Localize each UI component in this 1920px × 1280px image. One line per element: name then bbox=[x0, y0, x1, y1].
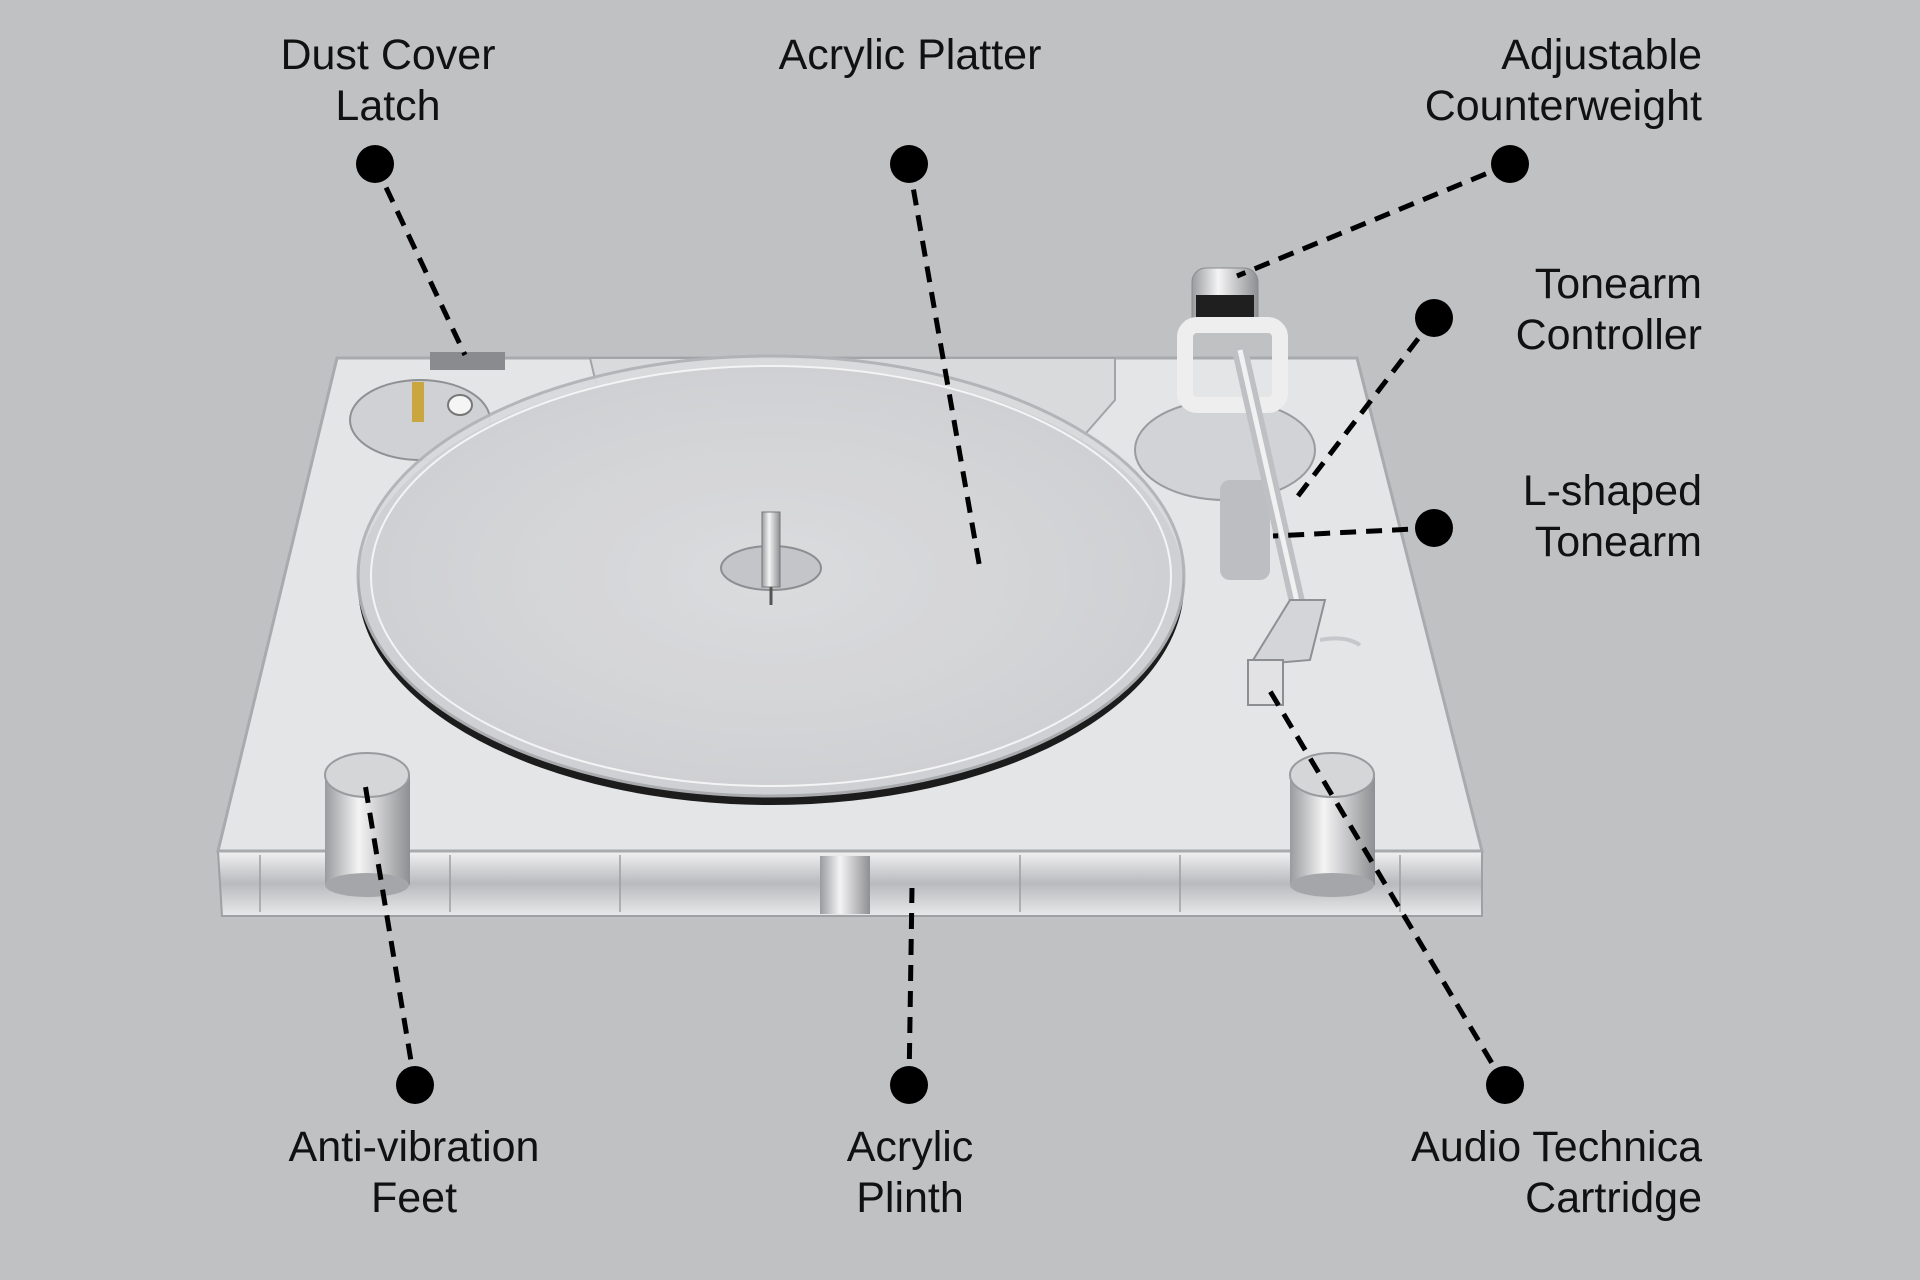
label-line: Anti-vibration bbox=[288, 1123, 540, 1171]
label-line: Tonearm bbox=[1534, 260, 1702, 308]
label-adjustable-counterweight: Adjustable Counterweight bbox=[1425, 30, 1702, 132]
dot-tonearm-controller bbox=[1415, 299, 1453, 337]
leader-dust-cover-latch bbox=[372, 162, 468, 357]
label-acrylic-platter: Acrylic Platter bbox=[779, 30, 1042, 81]
dot-acrylic-platter bbox=[890, 145, 928, 183]
leader-adjustable-counterweight bbox=[1236, 161, 1511, 279]
platter bbox=[356, 354, 1186, 805]
label-acrylic-plinth: Acrylic Plinth bbox=[847, 1122, 974, 1224]
callout-leaders bbox=[362, 161, 1511, 1087]
label-dust-cover-latch: Dust Cover Latch bbox=[280, 30, 495, 132]
label-l-shaped-tonearm: L-shaped Tonearm bbox=[1523, 466, 1702, 568]
front-foot-left bbox=[324, 752, 410, 897]
label-line: Dust Cover bbox=[280, 31, 496, 79]
tonearm-assembly bbox=[1134, 267, 1362, 706]
label-line: Feet bbox=[370, 1174, 458, 1222]
dot-acrylic-plinth bbox=[890, 1066, 928, 1104]
label-line: Audio Technica bbox=[1411, 1123, 1702, 1171]
label-line: Cartridge bbox=[1525, 1174, 1702, 1222]
label-line: L-shaped bbox=[1522, 467, 1702, 515]
label-line: Latch bbox=[335, 82, 441, 130]
dot-adjustable-counterweight bbox=[1491, 145, 1529, 183]
callout-dots bbox=[356, 145, 1529, 1104]
label-line: Tonearm bbox=[1534, 518, 1702, 566]
label-line: Acrylic Platter bbox=[778, 31, 1042, 79]
label-line: Adjustable bbox=[1501, 31, 1702, 79]
label-audio-technica-cartridge: Audio Technica Cartridge bbox=[1411, 1122, 1702, 1224]
leader-tonearm-controller bbox=[1296, 316, 1436, 498]
dot-anti-vibration-feet bbox=[396, 1066, 434, 1104]
dot-l-shaped-tonearm bbox=[1415, 509, 1453, 547]
label-line: Counterweight bbox=[1424, 82, 1702, 130]
label-line: Controller bbox=[1515, 311, 1702, 359]
front-foot-right bbox=[1289, 752, 1375, 897]
leader-acrylic-platter bbox=[906, 163, 983, 570]
label-line: Plinth bbox=[856, 1174, 964, 1222]
label-tonearm-controller: Tonearm Controller bbox=[1516, 259, 1702, 361]
label-anti-vibration-feet: Anti-vibration Feet bbox=[289, 1122, 540, 1224]
label-line: Acrylic bbox=[846, 1123, 974, 1171]
dot-audio-technica-cartridge bbox=[1486, 1066, 1524, 1104]
leader-l-shaped-tonearm bbox=[1272, 525, 1435, 539]
leader-acrylic-plinth bbox=[906, 887, 915, 1086]
dot-dust-cover-latch bbox=[356, 145, 394, 183]
